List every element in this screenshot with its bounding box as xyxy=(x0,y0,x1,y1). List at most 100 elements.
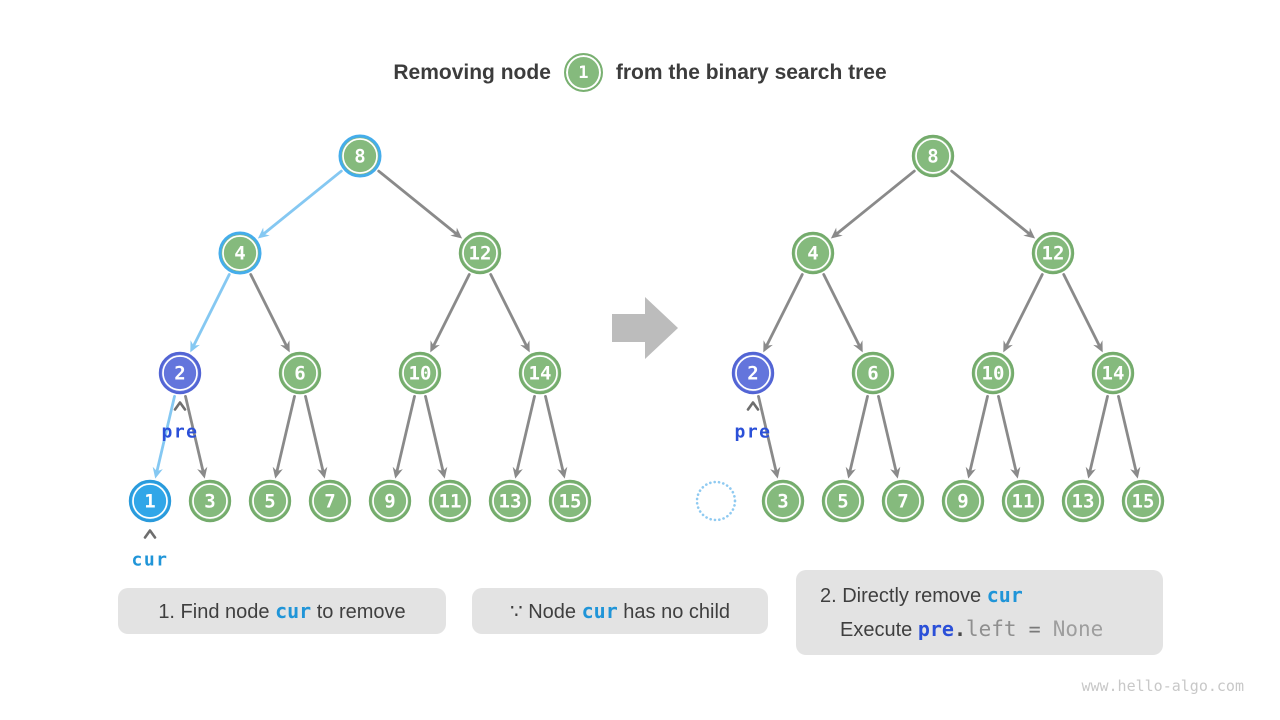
node-value: 11 xyxy=(1012,491,1035,513)
tree-edge-arrowhead xyxy=(1010,466,1021,479)
removed-node-placeholder xyxy=(695,480,737,522)
tree-edge-8-4 xyxy=(262,169,343,235)
tree-node-before-removal-2 xyxy=(158,351,202,395)
tree-node-after-removal-2 xyxy=(731,351,775,395)
tree-edge-2-1 xyxy=(155,394,176,473)
tree-node-before-removal-6 xyxy=(278,351,322,395)
tree-edge-arrowhead xyxy=(197,466,208,479)
node-value: 2 xyxy=(174,363,185,385)
tree-edge-14-13 xyxy=(1088,394,1109,473)
pointer-label-cur: cur xyxy=(131,550,168,571)
node-inner-ring xyxy=(282,355,318,391)
tree-edge-arrowhead xyxy=(1093,340,1103,353)
tree-node-after-removal-9 xyxy=(941,479,985,523)
tree-edge-arrowhead xyxy=(845,466,856,479)
pointer-label-pre: pre xyxy=(734,422,771,443)
tree-edge-12-14 xyxy=(489,273,528,347)
tree-edge-arrowhead xyxy=(257,227,270,239)
transition-arrow-icon xyxy=(612,297,678,359)
node-inner-ring xyxy=(915,138,951,174)
caption-segment: 2. Directly remove xyxy=(820,585,987,607)
node-inner-ring xyxy=(522,355,558,391)
node-inner-ring xyxy=(1005,483,1041,519)
node-inner-ring xyxy=(342,138,378,174)
tree-node-before-removal-14 xyxy=(518,351,562,395)
title-prefix: Removing node xyxy=(393,60,551,84)
title-node-value: 1 xyxy=(578,62,589,83)
caption-segment: Execute xyxy=(840,619,918,641)
node-value: 1 xyxy=(144,491,155,513)
node-inner-ring xyxy=(1125,483,1161,519)
node-value: 9 xyxy=(957,491,968,513)
tree-node-before-removal-1 xyxy=(128,479,172,523)
tree-edge-arrowhead xyxy=(392,466,403,479)
node-inner-ring xyxy=(765,483,801,519)
tree-edge-10-11 xyxy=(424,394,445,473)
tree-node-after-removal-10 xyxy=(971,351,1015,395)
tree-edge-arrowhead xyxy=(152,466,163,479)
caption-segment: has no child xyxy=(617,600,731,623)
tree-edge-2-3 xyxy=(184,394,205,473)
tree-edge-12-10 xyxy=(1005,273,1044,347)
node-value: 12 xyxy=(1042,243,1065,265)
tree-node-before-removal-4 xyxy=(218,231,262,275)
node-value: 9 xyxy=(384,491,395,513)
tree-node-after-removal-4 xyxy=(791,231,835,275)
caption-segment: cur xyxy=(581,598,618,623)
tree-edge-12-10 xyxy=(432,273,471,347)
node-value: 15 xyxy=(1132,491,1155,513)
tree-node-after-removal-5 xyxy=(821,479,865,523)
tree-edge-arrowhead xyxy=(1130,466,1141,479)
node-inner-ring xyxy=(945,483,981,519)
tree-edge-arrowhead xyxy=(450,227,463,239)
node-value: 4 xyxy=(807,243,818,265)
caption-line: 1. Find node cur to remove xyxy=(158,598,405,625)
node-inner-ring xyxy=(222,235,258,271)
node-inner-ring xyxy=(975,355,1011,391)
tree-edge-arrowhead xyxy=(512,466,523,479)
node-inner-ring xyxy=(432,483,468,519)
caption-segment: left xyxy=(966,617,1017,641)
tree-edge-4-2 xyxy=(765,273,804,347)
tree-edge-arrowhead xyxy=(1003,340,1013,353)
node-value: 13 xyxy=(499,491,522,513)
tree-edge-4-6 xyxy=(249,273,288,347)
tree-edge-6-5 xyxy=(848,394,869,473)
tree-edge-arrowhead xyxy=(1023,227,1036,239)
tree-node-after-removal-15 xyxy=(1121,479,1165,523)
node-value: 5 xyxy=(264,491,275,513)
node-value: 7 xyxy=(897,491,908,513)
tree-edge-14-15 xyxy=(1117,394,1138,473)
tree-node-before-removal-5 xyxy=(248,479,292,523)
node-inner-ring xyxy=(402,355,438,391)
node-inner-ring xyxy=(825,483,861,519)
node-inner-ring xyxy=(885,483,921,519)
pointer-label-pre: pre xyxy=(161,422,198,443)
caption-segment: cur xyxy=(275,598,312,623)
caption-line: 2. Directly remove cur xyxy=(820,582,1163,609)
node-inner-ring xyxy=(372,483,408,519)
node-value: 8 xyxy=(927,146,938,168)
node-inner-ring xyxy=(162,355,198,391)
tree-node-after-removal-14 xyxy=(1091,351,1135,395)
pointer-caret-icon xyxy=(746,401,760,411)
diagram-title: Removing node 1 from the binary search t… xyxy=(0,53,1280,92)
caption-segment: cur xyxy=(986,583,1023,607)
tree-edge-arrowhead xyxy=(317,466,328,479)
tree-edge-arrowhead xyxy=(430,340,440,353)
node-inner-ring xyxy=(552,483,588,519)
caption-segment: to remove xyxy=(311,600,406,623)
tree-edge-6-5 xyxy=(275,394,296,473)
node-value: 3 xyxy=(777,491,788,513)
node-value: 5 xyxy=(837,491,848,513)
tree-edge-8-12 xyxy=(950,169,1031,235)
tree-node-after-removal-7 xyxy=(881,479,925,523)
node-value: 6 xyxy=(294,363,305,385)
tree-edge-arrowhead xyxy=(280,340,290,353)
caption-reason: ∵ Node cur has no child xyxy=(472,588,768,634)
tree-edge-4-6 xyxy=(822,273,861,347)
title-suffix: from the binary search tree xyxy=(615,60,887,84)
node-value: 11 xyxy=(439,491,462,513)
